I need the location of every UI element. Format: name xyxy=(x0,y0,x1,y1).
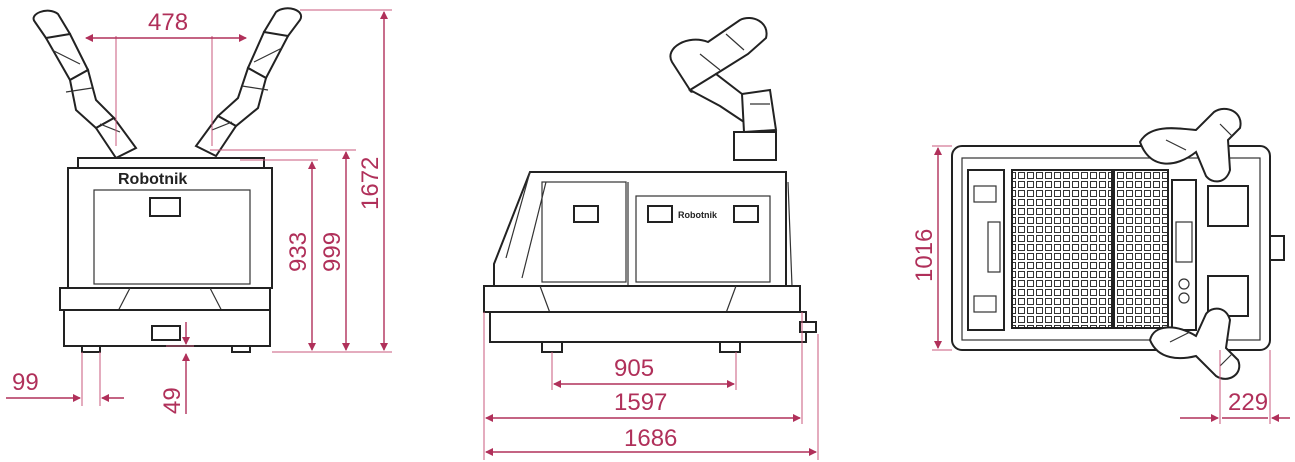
dim-label-229: 229 xyxy=(1228,389,1268,416)
dim-label-1597: 1597 xyxy=(614,389,667,416)
top-arm-base-upper xyxy=(1207,185,1249,227)
top-deck-grid-left xyxy=(1011,169,1113,329)
top-arm-upper xyxy=(1138,107,1242,183)
left-arm xyxy=(32,9,138,160)
side-handle-1 xyxy=(573,205,599,223)
top-view: 1016 229 xyxy=(911,107,1290,424)
dim-label-478: 478 xyxy=(148,9,188,36)
front-wheel-right xyxy=(231,345,251,353)
front-top-plate xyxy=(77,157,265,169)
side-base xyxy=(489,311,807,343)
front-view: Robotnik 478 1672 999 933 99 xyxy=(6,7,392,414)
brand-logo: Robotnik xyxy=(118,171,187,188)
top-arm-lower xyxy=(1148,307,1241,380)
dim-label-49: 49 xyxy=(159,387,186,414)
side-handle-3 xyxy=(733,205,759,223)
right-arm xyxy=(194,7,303,158)
top-side-connector xyxy=(1269,235,1285,261)
dim-label-1016: 1016 xyxy=(911,229,938,282)
front-bumper xyxy=(59,287,271,311)
side-brand-logo: Robotnik xyxy=(678,210,718,220)
dim-label-99: 99 xyxy=(12,369,39,396)
dim-label-933: 933 xyxy=(285,232,312,272)
front-body xyxy=(67,167,273,289)
dim-label-1672: 1672 xyxy=(357,157,384,210)
side-arm xyxy=(669,17,778,161)
side-bumper-tip xyxy=(799,321,817,333)
dim-label-905: 905 xyxy=(614,355,654,382)
side-wheel-rear xyxy=(719,341,741,353)
dim-label-999: 999 xyxy=(319,232,346,272)
front-handle xyxy=(149,197,181,217)
side-body xyxy=(493,171,787,287)
dim-label-1686: 1686 xyxy=(624,425,677,452)
side-wheel-front xyxy=(541,341,563,353)
side-bumper xyxy=(483,285,801,313)
top-deck-grid-right xyxy=(1113,169,1169,329)
side-handle-2 xyxy=(647,205,673,223)
front-connector xyxy=(151,325,181,341)
front-wheel-left xyxy=(81,345,101,353)
side-view: Robotnik 905 1597 1686 xyxy=(483,17,819,460)
